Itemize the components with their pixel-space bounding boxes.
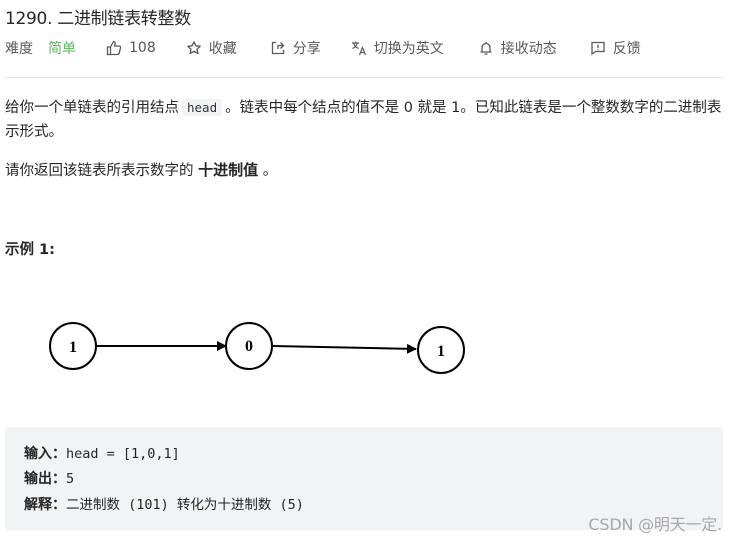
emphasis-text: 十进制值 [198,161,259,179]
example-code-block: 输入：head = [1,0,1] 输出：5 解释：二进制数 (101) 转化为… [5,427,723,530]
svg-text:1: 1 [69,339,77,356]
arrow-2 [272,343,417,354]
svg-text:1: 1 [437,343,445,360]
feedback-label: 反馈 [612,41,641,57]
thumbs-up-icon [106,40,122,56]
subscribe-button[interactable]: 接收动态 [478,38,557,58]
explanation-label: 解释： [24,497,66,513]
difficulty-label: 难度 [5,41,33,57]
example-input: 输入：head = [1,0,1] [24,443,180,463]
description-text: 请你返回该链表所表示数字的 [5,163,194,179]
watermark: CSDN @明天一定. [588,515,722,534]
output-value: 5 [66,471,75,487]
like-button[interactable]: 108 [106,40,156,56]
header-divider [5,77,723,78]
linked-list-diagram: 1 0 1 [49,322,465,374]
feedback-icon [590,40,606,56]
input-value: head = [1,0,1] [66,446,180,462]
difficulty-badge: 简单 [48,41,76,57]
example-output: 输出：5 [24,468,74,488]
share-button[interactable]: 分享 [270,38,321,58]
star-icon [186,40,202,56]
problem-title: 1290. 二进制链表转整数 [5,9,191,29]
example-title: 示例 1: [5,242,55,258]
description-paragraph-2: 请你返回该链表所表示数字的 十进制值 。 [5,158,277,183]
example-explanation: 解释：二进制数 (101) 转化为十进制数 (5) [24,493,304,514]
favorite-label: 收藏 [208,41,237,57]
feedback-button[interactable]: 反馈 [590,38,641,58]
switch-language-button[interactable]: 切换为英文 [351,38,444,58]
description-text: 给你一个单链表的引用结点 [5,100,179,116]
problem-meta-bar: 难度 简单 108 收藏 分享 [5,38,641,58]
translate-icon [351,40,367,56]
list-node-3: 1 [417,326,465,374]
list-node-1: 1 [49,322,97,370]
bell-icon [478,40,494,56]
favorite-button[interactable]: 收藏 [186,38,237,58]
share-label: 分享 [292,41,321,57]
explanation-value: 二进制数 (101) 转化为十进制数 (5) [66,497,304,513]
list-node-2: 0 [225,322,273,370]
description-text: 。链表中每个结点的值不是 0 就是 1。已知此链表是一个整数数字的二进制表示形式… [5,100,722,140]
like-count: 108 [129,40,156,56]
description-text: 。 [262,163,278,179]
inline-code-head: head [182,99,223,116]
svg-text:0: 0 [245,338,253,355]
subscribe-label: 接收动态 [500,41,557,57]
input-label: 输入： [24,446,66,462]
output-label: 输出： [24,471,66,487]
switch-language-label: 切换为英文 [373,41,444,57]
share-icon [270,40,286,56]
